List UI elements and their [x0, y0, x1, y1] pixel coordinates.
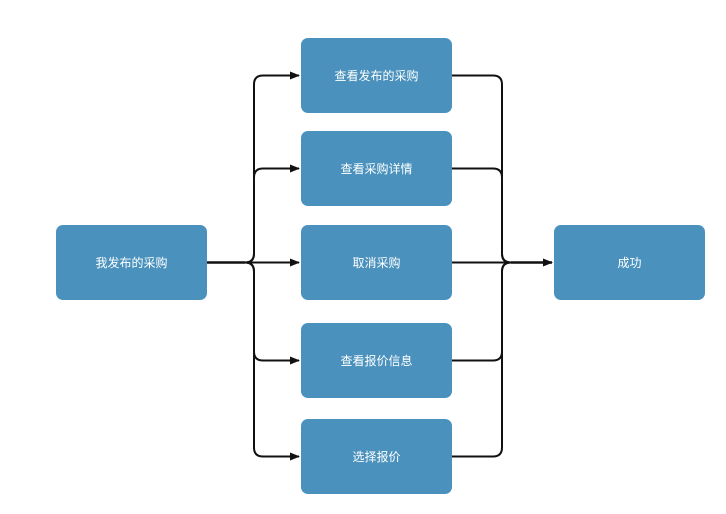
node-my-published-purchases[interactable]: 我发布的采购 — [56, 225, 207, 300]
node-label: 查看采购详情 — [340, 162, 413, 176]
node-select-quote[interactable]: 选择报价 — [301, 419, 452, 494]
node-success[interactable]: 成功 — [554, 225, 705, 300]
connector-action-2-to-end — [452, 167, 512, 264]
node-label: 查看报价信息 — [340, 354, 413, 368]
node-view-quote-info[interactable]: 查看报价信息 — [301, 323, 452, 398]
node-view-published-purchases[interactable]: 查看发布的采购 — [301, 38, 452, 113]
node-label: 我发布的采购 — [95, 256, 168, 270]
connector-start-to-action-5 — [244, 261, 300, 461]
node-label: 选择报价 — [352, 450, 401, 464]
node-view-purchase-details[interactable]: 查看采购详情 — [301, 131, 452, 206]
connector-action-5-to-end — [452, 261, 512, 458]
connector-start-to-action-2 — [244, 164, 300, 264]
node-cancel-purchase[interactable]: 取消采购 — [301, 225, 452, 300]
node-label: 查看发布的采购 — [334, 69, 419, 83]
node-label: 成功 — [617, 256, 642, 270]
node-label: 取消采购 — [352, 256, 401, 270]
